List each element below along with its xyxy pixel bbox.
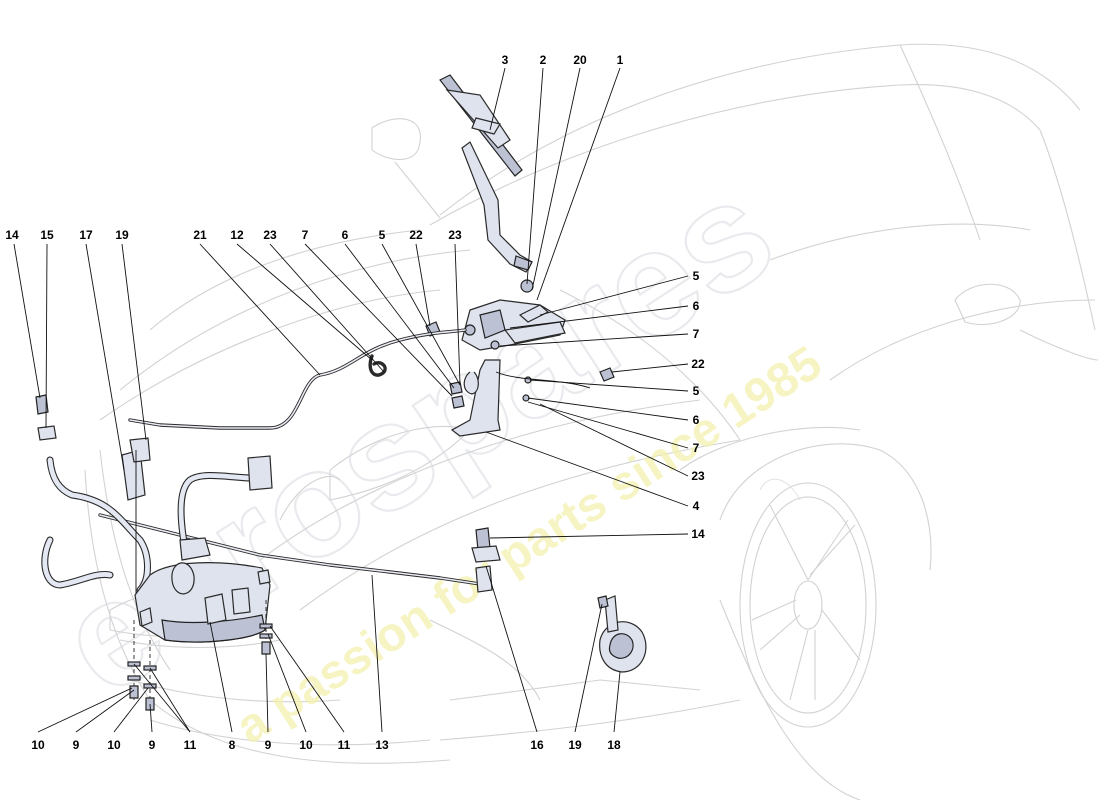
bolt-9-right xyxy=(261,641,271,655)
watermark: eurospares a passion for parts since 198… xyxy=(30,144,831,754)
callout-5-right-b: 5 xyxy=(693,384,700,398)
callout-11-bottom-a: 11 xyxy=(184,738,197,752)
wiper-blade xyxy=(439,74,523,177)
wiper-motor-assembly xyxy=(450,299,566,437)
callout-23-top-a: 23 xyxy=(263,228,277,242)
callout-21: 21 xyxy=(193,228,207,242)
callout-4: 4 xyxy=(693,499,700,513)
callout-15: 15 xyxy=(40,228,54,242)
filler-neck-hose xyxy=(177,455,273,561)
callout-22-right: 22 xyxy=(691,357,705,371)
callout-19-top: 19 xyxy=(115,228,129,242)
callout-2: 2 xyxy=(540,53,547,67)
screw-23 xyxy=(449,381,463,395)
callout-5-right-a: 5 xyxy=(693,269,700,283)
callout-9-bottom-b: 9 xyxy=(149,738,156,752)
grommet-15 xyxy=(37,425,57,441)
callout-14-right: 14 xyxy=(691,527,705,541)
leader-lines xyxy=(13,67,689,733)
callout-20: 20 xyxy=(573,53,587,67)
reservoir-bracket xyxy=(121,437,151,600)
callout-12: 12 xyxy=(230,228,244,242)
callout-7-top: 7 xyxy=(302,228,309,242)
washer-10-right xyxy=(259,633,273,639)
washer-11-right xyxy=(259,623,273,629)
bracket-16 xyxy=(471,545,501,563)
bolt-19-small xyxy=(597,595,609,609)
callout-10-bottom-c: 10 xyxy=(299,738,313,752)
callout-22-top: 22 xyxy=(409,228,423,242)
small-hose-right xyxy=(495,371,591,389)
callout-10-bottom-b: 10 xyxy=(107,738,121,752)
callout-6-right-a: 6 xyxy=(693,299,700,313)
callout-6-right-b: 6 xyxy=(693,413,700,427)
callout-19-bottom: 19 xyxy=(568,738,582,752)
callout-9-bottom-c: 9 xyxy=(265,738,272,752)
callout-9-bottom-a: 9 xyxy=(73,738,80,752)
callout-11-bottom-b: 11 xyxy=(338,738,351,752)
washer-10-left xyxy=(127,675,141,681)
callout-17: 17 xyxy=(79,228,93,242)
nut-22-top xyxy=(451,395,465,409)
wiper-arm xyxy=(461,141,534,293)
callout-3: 3 xyxy=(502,53,509,67)
bolt-9-left xyxy=(129,685,139,699)
callout-7-right-b: 7 xyxy=(693,441,700,455)
callout-8: 8 xyxy=(229,738,236,752)
callout-14-top: 14 xyxy=(5,228,19,242)
callout-23-top-b: 23 xyxy=(448,228,462,242)
washer-10-mid xyxy=(143,683,157,689)
callout-1: 1 xyxy=(617,53,624,67)
callout-5-top: 5 xyxy=(379,228,386,242)
washer-reservoir xyxy=(134,562,271,643)
callout-18: 18 xyxy=(607,738,621,752)
callout-16: 16 xyxy=(530,738,544,752)
callouts: 3 2 20 1 14 15 17 19 21 12 23 7 6 5 22 2… xyxy=(5,53,705,752)
bolt-14-left xyxy=(35,394,49,415)
parts xyxy=(35,74,647,711)
horn xyxy=(599,595,647,673)
callout-23-right: 23 xyxy=(691,469,705,483)
callout-6-top: 6 xyxy=(342,228,349,242)
callout-13: 13 xyxy=(375,738,389,752)
callout-10-bottom-a: 10 xyxy=(31,738,45,752)
nut-22-right xyxy=(599,367,615,382)
front-washer-hose xyxy=(41,456,151,594)
callout-7-right-a: 7 xyxy=(693,327,700,341)
